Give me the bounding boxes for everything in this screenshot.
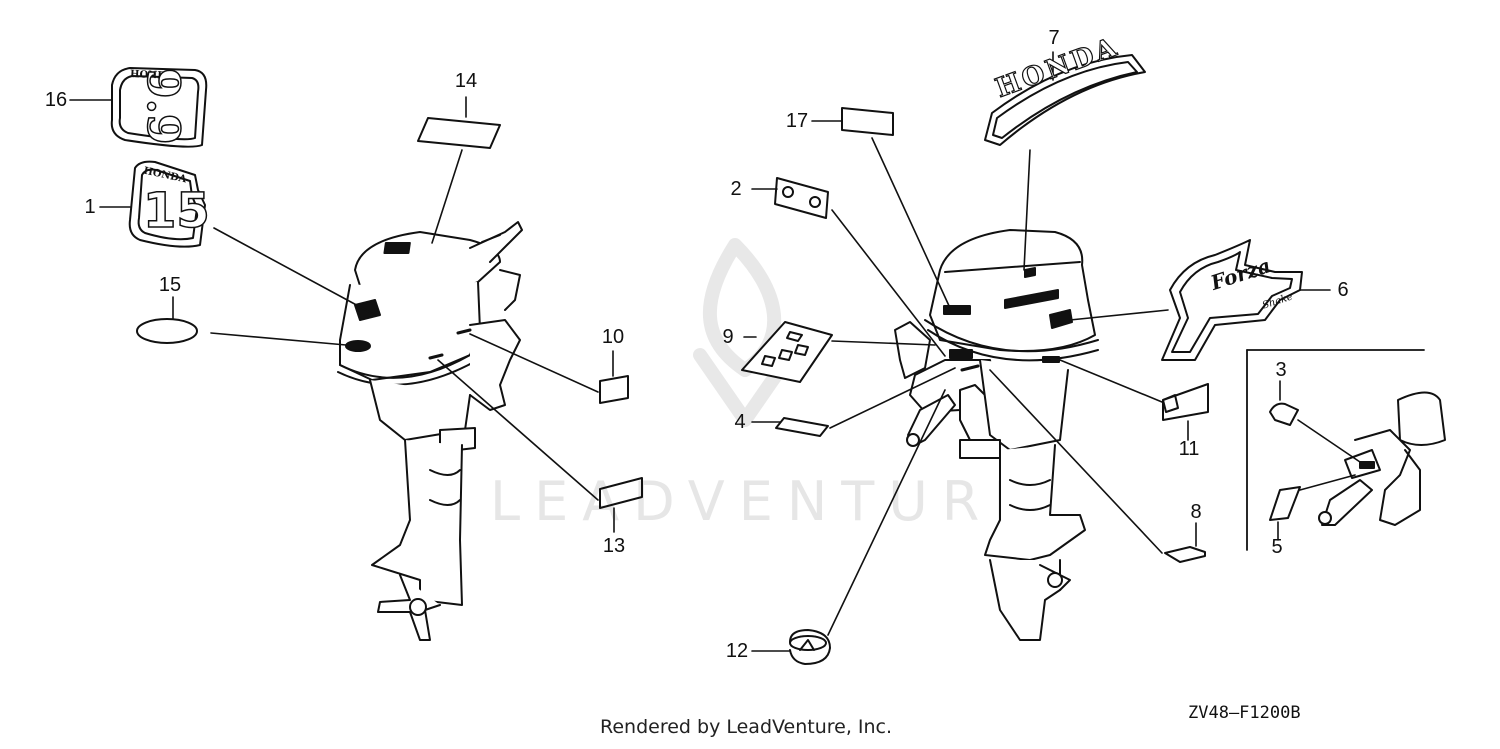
decal-7-honda-arc bbox=[984, 54, 1146, 146]
callout-17: 17 bbox=[785, 110, 809, 132]
decal-1-model-text: 15 bbox=[142, 182, 210, 240]
callout-14: 14 bbox=[454, 70, 478, 92]
callout-9: 9 bbox=[722, 326, 734, 348]
center-outboard-motor bbox=[894, 229, 1099, 641]
render-credit: Rendered by LeadVenture, Inc. bbox=[600, 716, 893, 738]
decal-8-label bbox=[1164, 546, 1206, 563]
decal-11-label bbox=[1162, 383, 1209, 421]
decal-10-label bbox=[599, 375, 629, 404]
callout-4: 4 bbox=[734, 411, 746, 433]
decal-12-ring bbox=[789, 629, 831, 665]
callout-15: 15 bbox=[158, 274, 182, 296]
callout-6: 6 bbox=[1337, 279, 1349, 301]
callout-8: 8 bbox=[1190, 501, 1202, 523]
decal-2-label bbox=[774, 177, 829, 219]
callout-10: 10 bbox=[601, 326, 625, 348]
callout-7: 7 bbox=[1048, 27, 1060, 49]
callout-12: 12 bbox=[725, 640, 749, 662]
inset-detail bbox=[1246, 349, 1446, 551]
decal-6-forza bbox=[1161, 239, 1303, 361]
callout-11: 11 bbox=[1178, 438, 1200, 460]
callout-16: 16 bbox=[44, 89, 68, 111]
decal-15-oval bbox=[136, 318, 198, 344]
watermark-text: LEADVENTURE bbox=[490, 470, 1042, 533]
left-outboard-motor bbox=[337, 221, 523, 641]
decal-4-label bbox=[775, 417, 829, 437]
callout-3: 3 bbox=[1275, 359, 1287, 381]
decal-14-label bbox=[417, 117, 501, 149]
center-leader-lines bbox=[743, 51, 1331, 652]
callout-1: 1 bbox=[84, 196, 96, 218]
callout-5: 5 bbox=[1271, 536, 1283, 558]
callout-13: 13 bbox=[602, 535, 626, 557]
drawing-code: ZV48—F1200B bbox=[1188, 703, 1301, 723]
callout-2: 2 bbox=[730, 178, 742, 200]
decal-16-model-99 bbox=[110, 67, 208, 148]
decal-17-label bbox=[841, 107, 894, 136]
decal-13-label bbox=[599, 477, 643, 509]
left-leader-lines bbox=[69, 96, 615, 533]
decal-9-panel bbox=[741, 321, 833, 383]
inset-leader-lines bbox=[1277, 380, 1361, 541]
decal-16-model-text: 9.9 bbox=[136, 67, 189, 145]
decal-1-model-15 bbox=[128, 160, 206, 248]
